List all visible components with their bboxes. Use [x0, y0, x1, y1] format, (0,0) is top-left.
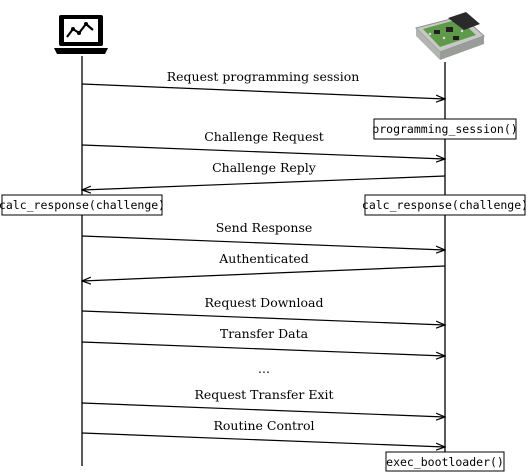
message-label: Transfer Data: [220, 326, 309, 341]
exec-bootloader-box: exec_bootloader(): [385, 451, 505, 472]
message-request-programming-session: Request programming session: [81, 69, 445, 99]
message-label: Authenticated: [218, 251, 309, 266]
message-label: Send Response: [216, 220, 313, 235]
message-label: Routine Control: [213, 418, 314, 433]
message-transfer-data: Transfer Data: [81, 326, 445, 356]
box-label: calc_response(challenge): [0, 198, 165, 212]
message-request-download: Request Download: [81, 295, 445, 325]
message-label: Request programming session: [167, 69, 360, 84]
ellipsis-text: ...: [258, 361, 270, 376]
message-request-transfer-exit: Request Transfer Exit: [81, 387, 445, 417]
message-authenticated: Authenticated: [82, 251, 446, 281]
ecu-device-icon: [415, 12, 485, 60]
box-label: calc_response(challenge): [362, 198, 528, 212]
message-label: Challenge Request: [204, 129, 324, 144]
message-send-response: Send Response: [81, 220, 445, 250]
laptop-icon: [54, 15, 108, 54]
message-routine-control: Routine Control: [81, 418, 445, 447]
calc-response-box-right: calc_response(challenge): [362, 194, 528, 216]
box-label: programming_session(): [372, 122, 517, 136]
calc-response-box-left: calc_response(challenge): [0, 194, 165, 216]
programming-session-box: programming_session(): [372, 118, 518, 140]
message-label: Challenge Reply: [212, 160, 317, 175]
message-label: Request Download: [205, 295, 324, 310]
box-label: exec_bootloader(): [386, 455, 504, 469]
message-label: Request Transfer Exit: [194, 387, 333, 402]
message-challenge-reply: Challenge Reply: [82, 160, 446, 190]
message-challenge-request: Challenge Request: [81, 129, 445, 159]
